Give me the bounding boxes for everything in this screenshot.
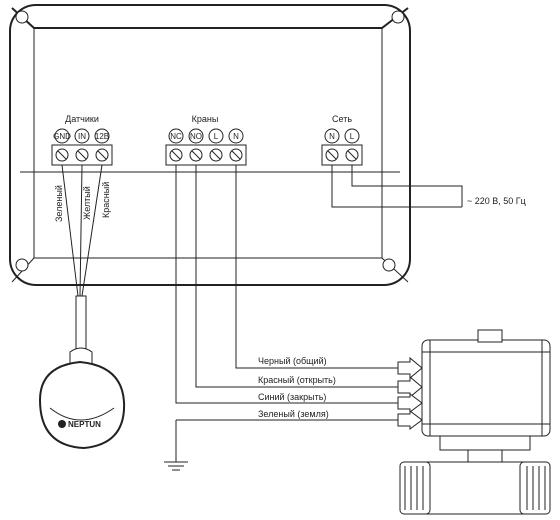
wire-label-green: Зеленый — [54, 185, 64, 222]
screw-icon — [209, 148, 223, 162]
valve-terminal-block: Краны NC NO L N — [165, 114, 247, 166]
wire-label-yellow: Желтый — [82, 186, 92, 220]
terminal-label: N — [233, 132, 239, 141]
screw-hole — [15, 10, 29, 24]
terminal-label: N — [329, 132, 335, 141]
sensor-cable — [75, 295, 87, 353]
connector-arrow-icon — [397, 410, 423, 430]
sensor-group-title: Датчики — [65, 114, 99, 124]
terminal-label: IN — [78, 132, 86, 141]
ground-icon — [164, 420, 188, 471]
screw-icon — [325, 148, 339, 162]
power-supply-label: ~ 220 В, 50 Гц — [467, 196, 526, 206]
sensor-terminal-block: Датчики GND IN 12В — [51, 114, 113, 166]
screw-hole — [15, 258, 29, 272]
connector-arrow-icon — [397, 393, 423, 413]
terminal-power-n: N — [324, 128, 340, 144]
sensor-body — [38, 360, 126, 450]
valve-actuator-housing — [421, 339, 551, 437]
screw-icon — [55, 148, 69, 162]
sensor-wires: Зеленый Желтый Красный — [54, 164, 111, 297]
power-wires: ~ 220 В, 50 Гц — [331, 165, 526, 208]
screw-icon — [229, 148, 243, 162]
terminal-no: NO — [188, 128, 204, 144]
wire-label-black: Черный (общий) — [258, 356, 327, 366]
connector-arrow-icon — [397, 356, 423, 380]
wire-label-blue-close: Синий (закрыть) — [258, 392, 326, 402]
terminal-label: L — [350, 132, 355, 141]
terminal-label: NC — [170, 132, 182, 141]
terminal-in: IN — [74, 128, 90, 144]
power-terminal-block: Сеть N L — [321, 114, 363, 166]
terminal-l: L — [208, 128, 224, 144]
wire-label-green-ground: Зеленый (земля) — [258, 409, 329, 419]
valve-wires: Черный (общий) Красный (открыть) Синий (… — [175, 165, 398, 421]
valve-neck — [439, 435, 531, 451]
actuator-cap — [477, 329, 503, 343]
screw-hole — [391, 10, 405, 24]
connector-arrow-icon — [397, 375, 423, 399]
motorized-valve — [397, 329, 551, 515]
wire-label-red: Красный — [101, 182, 111, 218]
terminal-power-l: L — [344, 128, 360, 144]
leak-sensor: NEPTUN — [38, 295, 126, 450]
terminal-label: NO — [190, 132, 202, 141]
terminal-12v: 12В — [94, 128, 110, 144]
terminal-label: GND — [53, 132, 71, 141]
screw-hole — [382, 258, 396, 272]
screw-icon — [169, 148, 183, 162]
screw-icon — [345, 148, 359, 162]
neptun-logo-icon: NEPTUN — [58, 420, 101, 429]
screw-icon — [95, 148, 109, 162]
terminal-n: N — [228, 128, 244, 144]
terminal-label: L — [214, 132, 219, 141]
power-group-title: Сеть — [332, 114, 352, 124]
terminal-nc: NC — [168, 128, 184, 144]
wire-label-red-open: Красный (открыть) — [258, 375, 336, 385]
screw-icon — [189, 148, 203, 162]
sensor-brand: NEPTUN — [68, 420, 101, 429]
valve-group-title: Краны — [192, 114, 219, 124]
screw-icon — [75, 148, 89, 162]
terminal-label: 12В — [95, 132, 109, 141]
terminal-gnd: GND — [53, 128, 71, 144]
